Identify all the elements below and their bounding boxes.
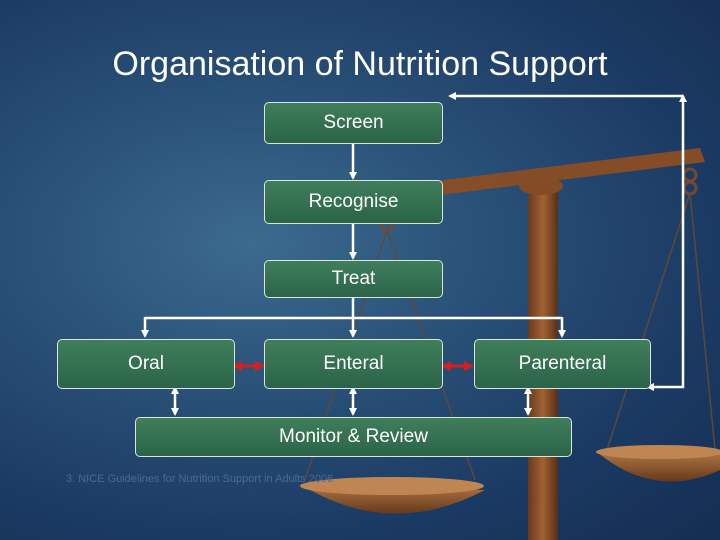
node-treat: Treat (264, 260, 443, 298)
node-screen: Screen (264, 102, 443, 144)
node-parenteral: Parenteral (474, 339, 651, 389)
slide-title: Organisation of Nutrition Support (0, 45, 720, 84)
node-recognise: Recognise (264, 180, 443, 224)
footnote: 3. NICE Guidelines for Nutrition Support… (66, 473, 333, 485)
node-monitor-review: Monitor & Review (135, 417, 572, 457)
node-enteral: Enteral (264, 339, 443, 389)
node-oral: Oral (57, 339, 235, 389)
